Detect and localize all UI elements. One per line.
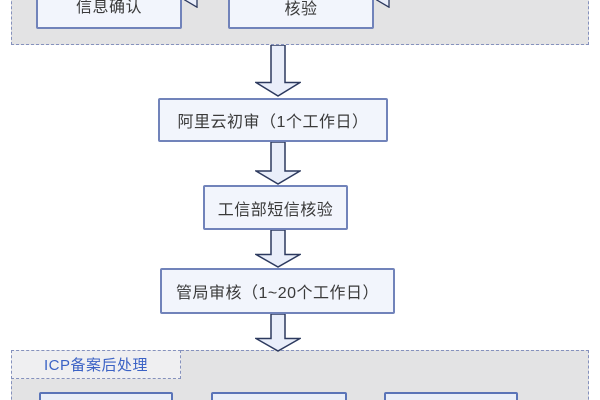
post-filing-box xyxy=(39,392,173,400)
post-filing-section: ICP备案后处理 xyxy=(11,350,589,400)
arrow-down-icon xyxy=(255,230,301,268)
step-box-bureau-review-label: 管局审核（1~20个工作日） xyxy=(175,285,380,302)
prep-box-info-confirm-label: 信息确认 xyxy=(75,0,142,16)
post-filing-title-tab: ICP备案后处理 xyxy=(11,350,181,379)
arrow-down-icon xyxy=(255,314,301,352)
post-filing-box xyxy=(384,392,518,400)
prep-section: 信息确认 核验 xyxy=(11,0,589,45)
post-filing-box xyxy=(211,392,347,400)
step-box-miit-sms-verify-label: 工信部短信核验 xyxy=(217,201,334,219)
step-box-miit-sms-verify: 工信部短信核验 xyxy=(203,185,348,230)
step-box-bureau-review: 管局审核（1~20个工作日） xyxy=(160,268,395,314)
arrow-down-icon xyxy=(255,142,301,185)
prep-box-verify: 核验 xyxy=(228,0,374,29)
step-box-aliyun-review: 阿里云初审（1个工作日） xyxy=(158,98,388,142)
prep-box-verify-label: 核验 xyxy=(284,1,318,18)
arrow-left-icon xyxy=(184,0,198,8)
step-box-aliyun-review-label: 阿里云初审（1个工作日） xyxy=(177,114,369,131)
prep-box-info-confirm: 信息确认 xyxy=(36,0,182,29)
arrow-left-icon xyxy=(376,0,390,8)
arrow-down-icon xyxy=(255,45,301,97)
post-filing-title: ICP备案后处理 xyxy=(43,357,148,374)
